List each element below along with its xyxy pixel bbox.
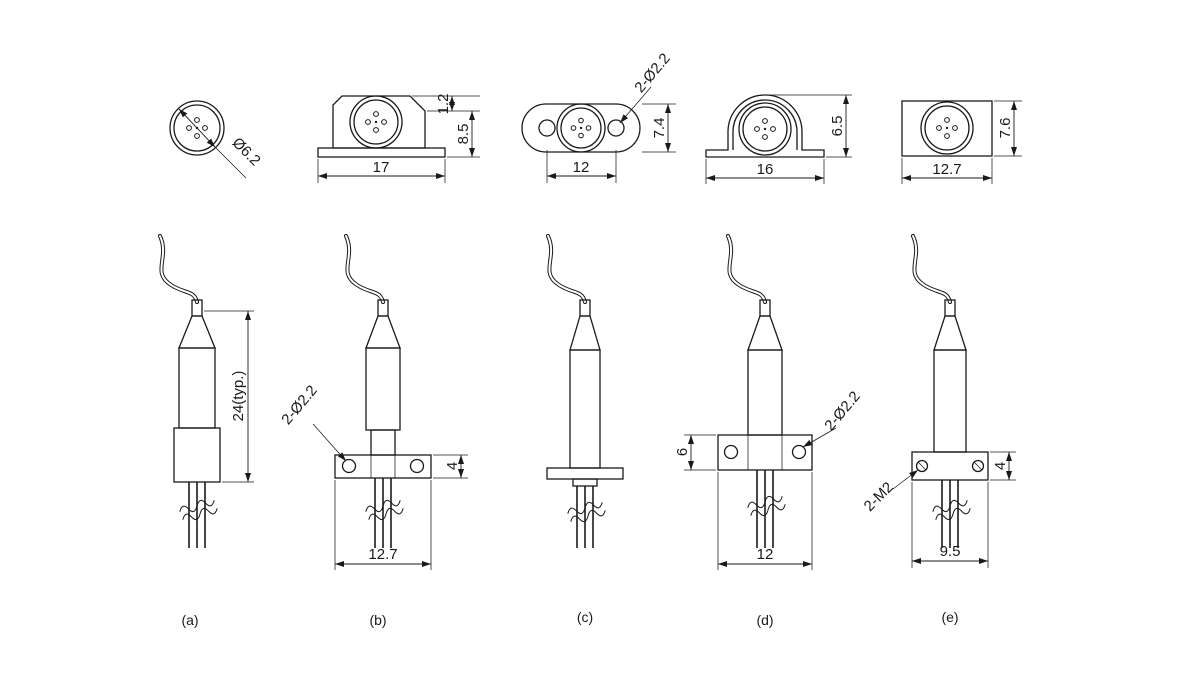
dim-e-height: 7.6	[997, 118, 1014, 139]
mount-hole-right	[791, 444, 807, 460]
package-flange	[717, 434, 813, 471]
dim-d-side-width: 12	[757, 546, 774, 563]
package-flange	[911, 451, 989, 481]
dim-e-width: 12.7	[932, 161, 961, 178]
package-body	[178, 347, 216, 429]
package-flange	[334, 454, 432, 479]
screw-left	[915, 459, 929, 473]
package-flange	[317, 147, 446, 158]
package-body	[365, 347, 401, 431]
taper	[178, 315, 216, 349]
mount-hole-right	[409, 458, 425, 474]
dim-b-height: 8.5	[455, 124, 472, 145]
dim-a-diameter: Ø6.2	[229, 134, 264, 169]
caption-b: (b)	[369, 612, 386, 628]
dim-d-side-flange: 6	[674, 448, 691, 456]
side-view-c	[546, 234, 624, 548]
top-view-e: 7.6 12.7	[901, 100, 1022, 184]
dim-e-side-flange: 4	[992, 462, 1009, 470]
dim-e-side-screws: 2-M2	[861, 479, 897, 515]
package-body	[933, 349, 967, 453]
screw-right	[971, 459, 985, 473]
mount-hole-right	[607, 119, 625, 137]
package-bracket	[705, 94, 825, 158]
taper	[933, 315, 967, 351]
package-cap	[173, 104, 221, 152]
top-view-d: 6.5 16	[705, 94, 852, 184]
package-rim	[169, 100, 225, 156]
dim-c-holes: 2-Ø2.2	[631, 50, 674, 96]
top-view-b: 17 1.2 8.5	[317, 94, 480, 183]
caption-a: (a)	[181, 612, 198, 628]
side-view-d: 6 2-Ø2.2 12	[674, 234, 864, 570]
dim-c-height: 7.4	[651, 118, 668, 139]
top-view-c: 2-Ø2.2 7.4 12	[521, 50, 676, 183]
dim-e-side-width: 9.5	[940, 543, 961, 560]
taper	[747, 315, 783, 351]
dim-b-step: 1.2	[435, 94, 452, 115]
taper	[569, 315, 601, 351]
mount-hole-left	[341, 458, 357, 474]
taper	[365, 315, 401, 349]
dim-c-width: 12	[573, 159, 590, 176]
caption-c: (c)	[577, 609, 593, 625]
caption-d: (d)	[756, 612, 773, 628]
dim-d-height: 6.5	[829, 116, 846, 137]
hub	[572, 478, 598, 487]
dim-b-side-flange: 4	[444, 462, 461, 470]
side-view-b: 2-Ø2.2 4 12.7	[278, 234, 468, 570]
package-flange	[546, 467, 624, 480]
package-body	[569, 349, 601, 469]
dim-d-side-holes: 2-Ø2.2	[821, 388, 864, 434]
dim-b-side-holes: 2-Ø2.2	[278, 382, 321, 428]
mount-hole-left	[723, 444, 739, 460]
dim-b-side-width: 12.7	[368, 546, 397, 563]
dim-a-side-height: 24(typ.)	[230, 371, 247, 422]
package-body	[747, 349, 783, 436]
dim-b-width: 17	[373, 159, 390, 176]
package-base	[173, 427, 221, 483]
caption-e: (e)	[941, 609, 958, 625]
dim-d-width: 16	[757, 161, 774, 178]
package-body	[332, 95, 426, 149]
side-view-a: 24(typ.)	[158, 234, 254, 548]
side-view-e: 2-M2 4 9.5	[861, 234, 1016, 568]
package-body	[901, 100, 993, 157]
neck	[370, 429, 396, 456]
mount-hole-left	[538, 119, 556, 137]
top-view-a: Ø6.2	[169, 100, 264, 179]
